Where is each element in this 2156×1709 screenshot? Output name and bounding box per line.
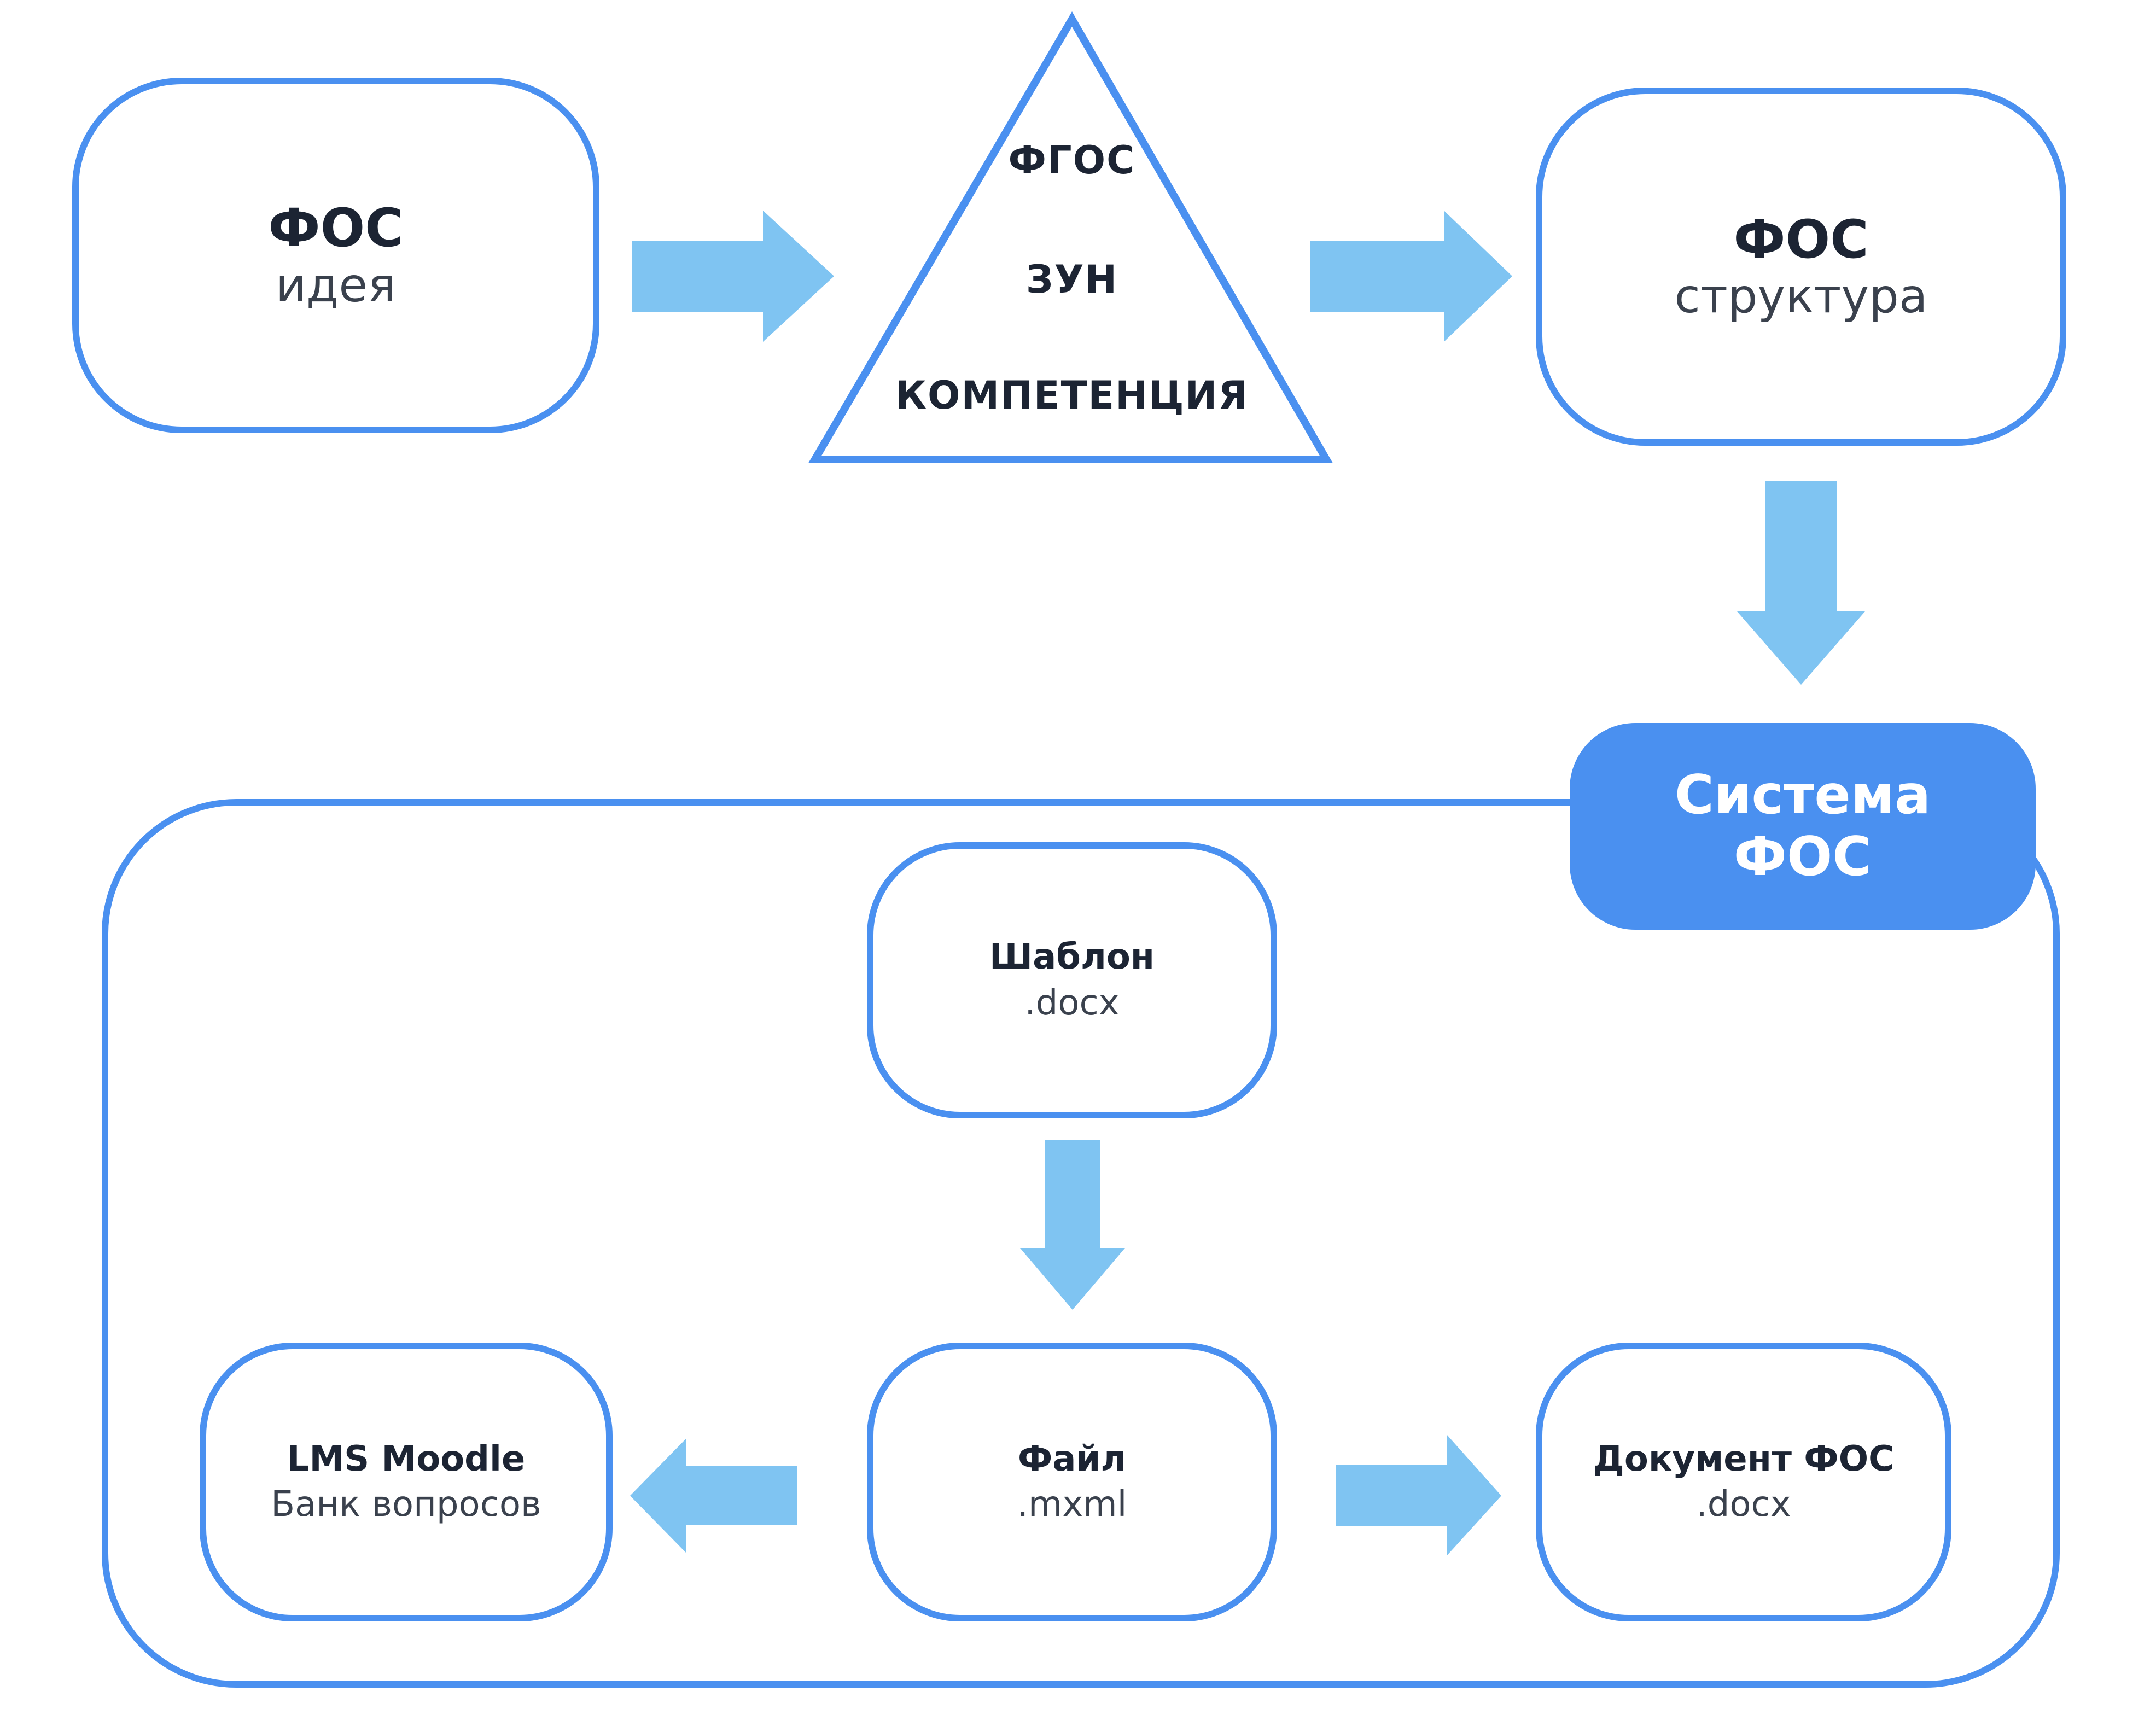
template-title: Шаблон [989, 937, 1155, 978]
document-title: Документ ФОС [1593, 1438, 1895, 1479]
template-node: Шаблон .docx [867, 842, 1277, 1118]
arrow-file-to-document [1336, 1434, 1501, 1556]
document-subtitle: .docx [1696, 1484, 1791, 1525]
file-subtitle: .mxml [1017, 1484, 1127, 1525]
fgos-triangle [808, 11, 1333, 463]
document-node: Документ ФОС .docx [1536, 1343, 1951, 1621]
system-badge: Система ФОС [1570, 723, 2036, 930]
triangle-label-fgos: ФГОС [1008, 138, 1136, 183]
triangle-label-zun: ЗУН [1025, 257, 1118, 302]
structure-subtitle: структура [1674, 269, 1928, 324]
triangle-label-competence: КОМПЕТЕНЦИЯ [895, 373, 1249, 418]
arrow-structure-to-system [1737, 481, 1865, 685]
file-title: Файл [1017, 1438, 1127, 1479]
file-node: Файл .mxml [867, 1343, 1277, 1621]
moodle-subtitle: Банк вопросов [271, 1484, 541, 1525]
arrow-template-to-file [1020, 1140, 1125, 1310]
structure-title: ФОС [1733, 208, 1869, 270]
arrow-file-to-moodle [630, 1438, 797, 1553]
system-badge-line2: ФОС [1733, 826, 1872, 888]
system-badge-line1: Система [1674, 764, 1931, 827]
moodle-title: LMS Moodle [287, 1438, 526, 1479]
system-container [102, 799, 2060, 1688]
idea-node: ФОС идея [72, 78, 599, 433]
arrow-idea-to-triangle [632, 211, 834, 342]
moodle-node: LMS Moodle Банк вопросов [200, 1343, 613, 1621]
arrow-triangle-to-structure [1310, 211, 1512, 342]
idea-subtitle: идея [276, 258, 396, 313]
idea-title: ФОС [268, 197, 404, 259]
template-subtitle: .docx [1024, 982, 1120, 1023]
structure-node: ФОС структура [1536, 88, 2066, 446]
